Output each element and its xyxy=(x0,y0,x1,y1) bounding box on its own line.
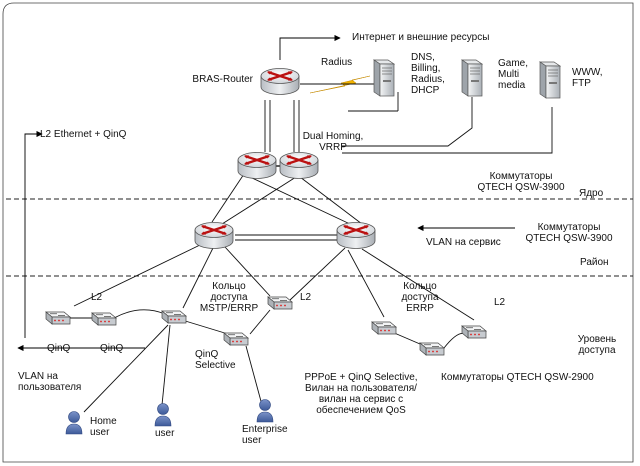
server-game-media-icon xyxy=(461,59,483,97)
internet-arrow xyxy=(279,34,341,60)
region-links xyxy=(211,173,363,225)
bras-router-icon xyxy=(259,67,301,96)
access-switch-7-icon xyxy=(419,342,445,356)
server-game-label: Game, Multi media xyxy=(498,58,529,91)
dual-homing-label: Dual Homing, VRRP xyxy=(302,131,364,153)
access-switch-1-icon xyxy=(45,311,71,325)
qinq-selective-label: QinQ Selective xyxy=(195,349,236,371)
bras-router-label: BRAS-Router xyxy=(192,74,253,85)
ring-errp-label: Кольцо доступа ERRP xyxy=(401,281,439,314)
server-www-label: WWW, FTP xyxy=(572,67,603,89)
access-switches-label: Коммутаторы QTECH QSW-2900 xyxy=(441,372,594,383)
server-links xyxy=(300,83,553,154)
qinq-1-label: QinQ xyxy=(47,343,71,354)
access-links xyxy=(73,244,475,321)
user-links xyxy=(83,324,263,413)
access-level-label: Уровень доступа xyxy=(577,334,617,356)
access-switch-4-icon xyxy=(223,332,249,346)
internet-label: Интернет и внешние ресурсы xyxy=(352,32,490,43)
l2-mid-label: L2 xyxy=(300,292,312,303)
region-switches-label: Коммутаторы QTECH QSW-3900 xyxy=(525,222,613,244)
region-level-label: Район xyxy=(580,257,609,268)
region-router-1-icon xyxy=(193,221,235,250)
radius-lightning-icon xyxy=(309,75,371,94)
core-switches-label: Коммутаторы QTECH QSW-3900 xyxy=(477,171,565,193)
core-router-1-icon xyxy=(236,151,278,180)
access-switch-2-icon xyxy=(91,312,117,326)
region-router-2-icon xyxy=(335,221,377,250)
home-user-icon xyxy=(65,411,83,435)
enterprise-user-label: Enterprise user xyxy=(242,424,288,446)
access-switch-5-icon xyxy=(267,296,293,310)
l2-ethernet-arrow xyxy=(24,130,43,338)
core-uplinks xyxy=(264,100,300,152)
access-switch-8-icon xyxy=(461,325,487,339)
qinq-2-label: QinQ xyxy=(100,343,124,354)
user-icon xyxy=(154,403,172,427)
l2-left-label: L2 xyxy=(91,292,103,303)
enterprise-user-icon xyxy=(256,399,274,423)
vlan-user-label: VLAN на пользователя xyxy=(18,371,82,393)
outer-frame xyxy=(2,2,634,463)
user-label: user xyxy=(155,428,175,439)
vlan-service-label: VLAN на сервис xyxy=(426,237,501,248)
core-router-2-icon xyxy=(278,151,320,180)
core-level-label: Ядро xyxy=(579,188,604,199)
l2-right-label: L2 xyxy=(494,297,506,308)
l2-ethernet-qinq-label: L2 Ethernet + QinQ xyxy=(40,129,127,140)
server-dns-label: DNS, Billing, Radius, DHCP xyxy=(411,52,445,96)
ring-mstp-label: Кольцо доступа MSTP/ERRP xyxy=(199,281,259,314)
access-switch-3-icon xyxy=(161,310,187,324)
radius-label: Radius xyxy=(321,57,353,68)
server-dns-billing-icon xyxy=(373,59,395,97)
pppoe-description: PPPoE + QinQ Selective, Вилан на пользов… xyxy=(304,372,418,416)
server-www-ftp-icon xyxy=(539,61,561,99)
access-switch-6-icon xyxy=(371,321,397,335)
home-user-label: Home user xyxy=(90,416,117,438)
